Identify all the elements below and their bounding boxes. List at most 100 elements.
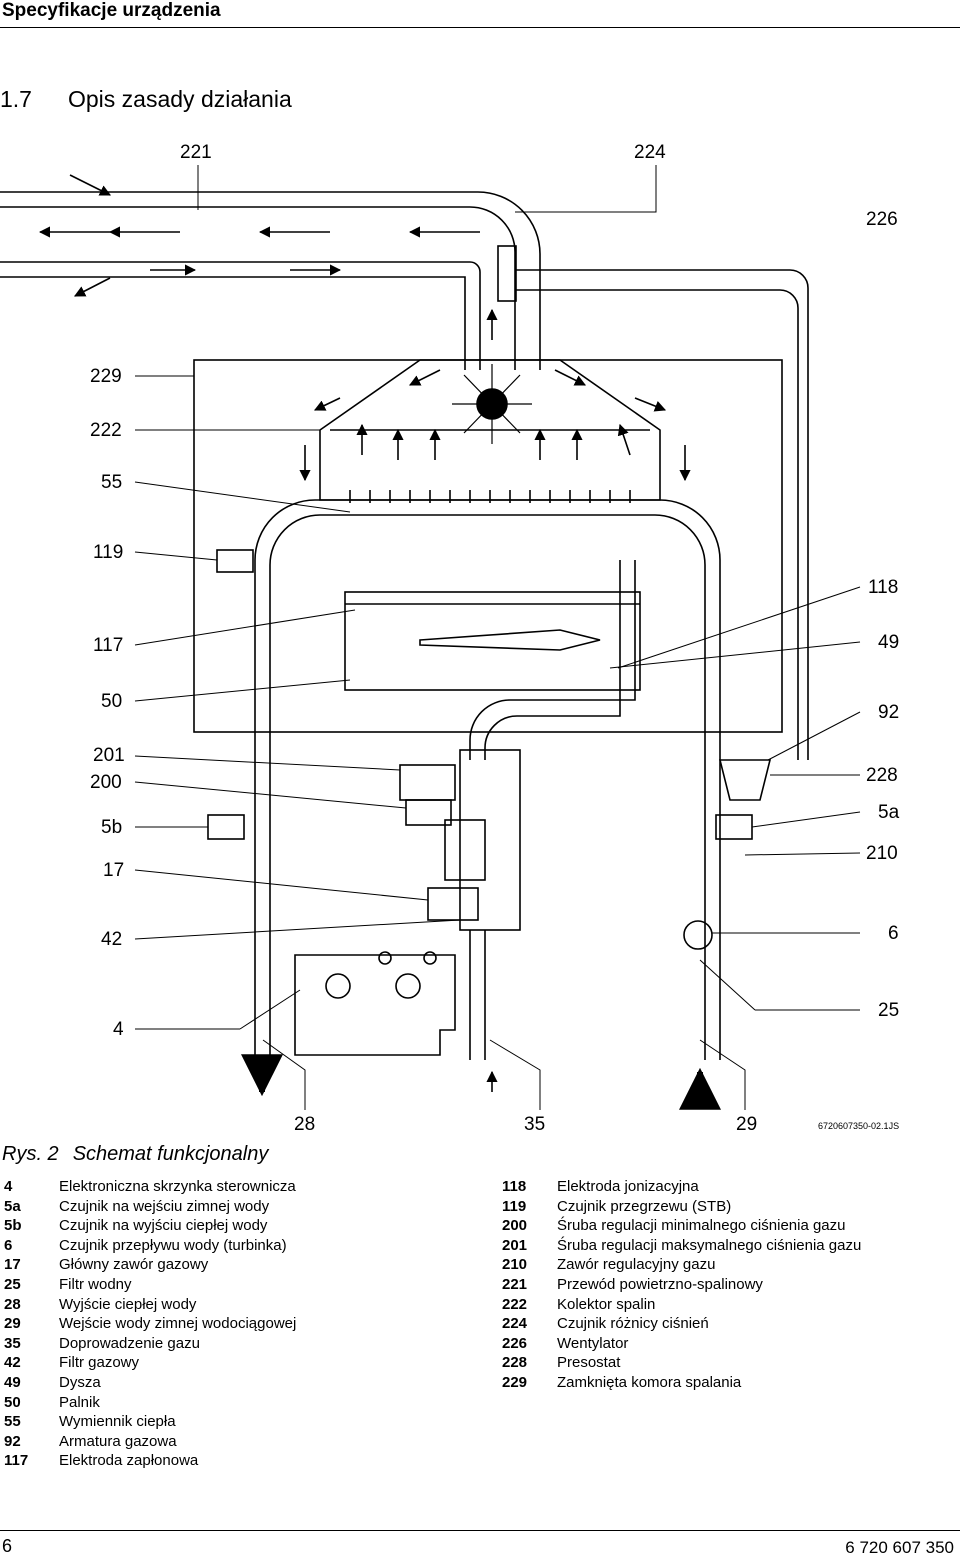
functional-schematic — [0, 165, 861, 1110]
legend-row: 28 Wyjście ciepłej wody — [4, 1295, 296, 1315]
label-29: 29 — [736, 1114, 758, 1135]
legend-text: Czujnik przegrzewu (STB) — [557, 1197, 732, 1215]
legend-text: Śruba regulacji maksymalnego ciśnienia g… — [557, 1236, 862, 1254]
legend-text: Kolektor spalin — [557, 1295, 656, 1313]
page-number: 6 — [2, 1536, 13, 1556]
legend-key: 221 — [502, 1275, 528, 1293]
legend-row: 5a Czujnik na wejściu zimnej wody — [4, 1197, 296, 1217]
label-119: 119 — [93, 542, 124, 563]
legend-key: 200 — [502, 1217, 528, 1235]
legend-text: Czujnik na wyjściu ciepłej wody — [59, 1217, 268, 1235]
label-117: 117 — [93, 635, 124, 656]
legend-text: Presostat — [557, 1354, 621, 1372]
label-201: 201 — [93, 745, 125, 766]
legend-row: 222 Kolektor spalin — [502, 1295, 861, 1315]
legend-row: 49 Dysza — [4, 1373, 296, 1393]
legend-key: 5a — [4, 1197, 21, 1215]
label-4: 4 — [113, 1019, 124, 1040]
legend-text: Wyjście ciepłej wody — [59, 1295, 197, 1313]
label-92: 92 — [878, 702, 900, 723]
legend-key: 42 — [4, 1354, 21, 1372]
label-5a: 5a — [878, 802, 900, 823]
legend-key: 49 — [4, 1373, 21, 1391]
legend-row: 117 Elektroda zapłonowa — [4, 1451, 296, 1471]
legend-key: 226 — [502, 1334, 528, 1352]
legend-row: 42 Filtr gazowy — [4, 1353, 296, 1373]
label-42: 42 — [101, 929, 123, 950]
label-229: 229 — [90, 366, 122, 387]
label-200: 200 — [90, 772, 122, 793]
legend-key: 222 — [502, 1295, 528, 1313]
legend-text: Elektroda jonizacyjna — [557, 1178, 699, 1195]
legend-key: 119 — [502, 1197, 527, 1215]
legend-text: Filtr gazowy — [59, 1354, 140, 1372]
legend-key: 50 — [4, 1393, 21, 1411]
figure-title: Schemat funkcjonalny — [72, 1143, 269, 1165]
page-header-title: Specyfikacje urządzenia — [2, 0, 221, 21]
footer-divider — [0, 1530, 960, 1531]
legend-row: 118 Elektroda jonizacyjna — [502, 1177, 861, 1197]
legend-text: Zawór regulacyjny gazu — [557, 1256, 716, 1274]
label-221: 221 — [180, 142, 212, 163]
legend-text: Wymiennik ciepła — [59, 1413, 176, 1431]
label-25: 25 — [878, 1000, 900, 1021]
legend-row: 201 Śruba regulacji maksymalnego ciśnieni… — [502, 1236, 861, 1256]
legend-key: 224 — [502, 1315, 528, 1333]
label-224: 224 — [634, 142, 666, 163]
legend-row: 6 Czujnik przepływu wody (turbinka) — [4, 1236, 296, 1256]
legend-key: 28 — [4, 1295, 21, 1313]
legend-key: 117 — [4, 1452, 29, 1470]
legend-row: 17 Główny zawór gazowy — [4, 1255, 296, 1275]
legend-row: 200 Śruba regulacji minimalnego ciśnienia… — [502, 1216, 861, 1236]
legend-key: 35 — [4, 1334, 21, 1352]
legend-text: Dysza — [59, 1373, 101, 1391]
label-226: 226 — [866, 209, 898, 230]
label-49: 49 — [878, 632, 900, 653]
legend-key: 201 — [502, 1236, 528, 1254]
legend-row: 5b Czujnik na wyjściu ciepłej wody — [4, 1216, 296, 1236]
legend-key: 229 — [502, 1373, 528, 1391]
legend-key: 25 — [4, 1275, 21, 1293]
label-6: 6 — [888, 923, 899, 944]
legend-text: Śruba regulacji minimalnego ciśnienia ga… — [557, 1217, 846, 1235]
label-222: 222 — [90, 420, 122, 441]
legend-key: 17 — [4, 1256, 21, 1274]
legend-row: 4 Elektroniczna skrzynka sterownicza — [4, 1177, 296, 1197]
label-17: 17 — [103, 860, 125, 881]
label-118: 118 — [868, 577, 899, 598]
section-title: Opis zasady działania — [68, 86, 292, 112]
label-228: 228 — [866, 765, 898, 786]
legend-row: 35 Doprowadzenie gazu — [4, 1334, 296, 1354]
legend-text: Czujnik na wejściu zimnej wody — [59, 1197, 270, 1215]
header-divider — [0, 27, 960, 28]
legend-key: 5b — [4, 1217, 22, 1235]
legend-key: 118 — [502, 1178, 527, 1195]
legend-key: 4 — [4, 1178, 13, 1195]
legend-text: Czujnik przepływu wody (turbinka) — [59, 1236, 287, 1254]
legend-key: 6 — [4, 1236, 13, 1254]
figure-code: 6720607350-02.1JS — [818, 1121, 900, 1131]
label-35: 35 — [524, 1114, 546, 1135]
legend-text: Elektroda zapłonowa — [59, 1452, 199, 1470]
legend-text: Palnik — [59, 1393, 100, 1411]
legend-text: Elektroniczna skrzynka sterownicza — [59, 1178, 296, 1195]
legend-text: Doprowadzenie gazu — [59, 1334, 200, 1352]
legend-row: 119 Czujnik przegrzewu (STB) — [502, 1197, 861, 1217]
legend-text: Wentylator — [557, 1334, 629, 1352]
legend-key: 92 — [4, 1432, 21, 1450]
label-28: 28 — [294, 1114, 316, 1135]
document-number: 6 720 607 350 — [845, 1538, 954, 1557]
legend-key: 29 — [4, 1315, 21, 1333]
legend-row: 224 Czujnik różnicy ciśnień — [502, 1314, 861, 1334]
legend-text: Czujnik różnicy ciśnień — [557, 1315, 709, 1333]
legend-text: Główny zawór gazowy — [59, 1256, 209, 1274]
